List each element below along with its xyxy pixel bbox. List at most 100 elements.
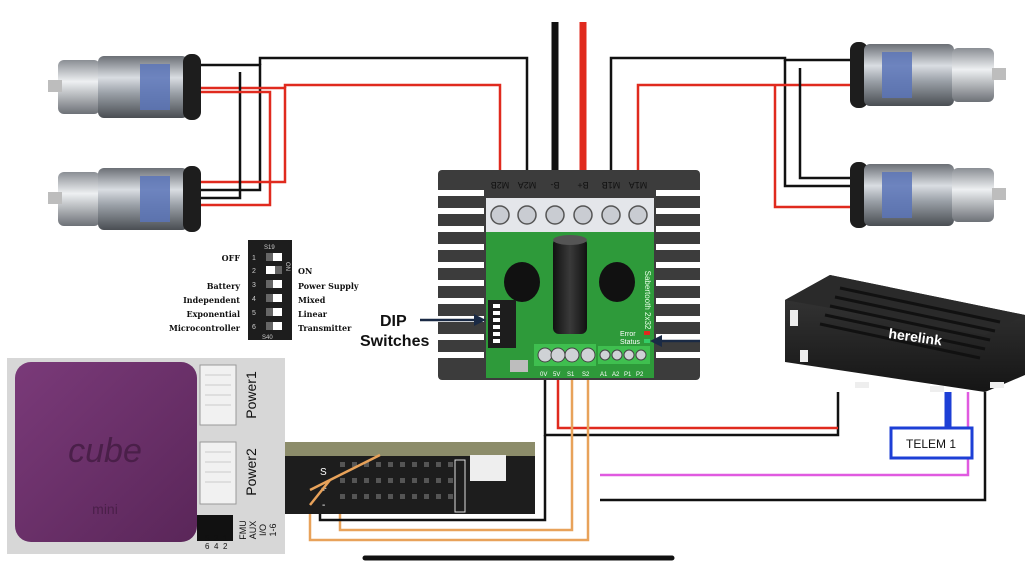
dip-number: 5 — [252, 310, 256, 317]
dip-on-mark: ON — [284, 262, 290, 271]
right-motors-red-wire — [636, 83, 855, 202]
top-terminal-label: M1A — [629, 180, 648, 190]
cube-port-label: 1-6 — [268, 523, 278, 536]
dip-right-label: Linear — [298, 309, 328, 319]
right-motor-black-2 — [798, 68, 855, 180]
motor-top-right — [850, 42, 1006, 108]
cube-port-label: I/O — [258, 524, 268, 536]
dip-switches-label-line1: DIP — [380, 313, 407, 330]
zero-volt-wire — [543, 378, 840, 437]
servo-s-label: S — [320, 467, 327, 478]
top-terminal-label: M2B — [491, 180, 510, 190]
cube-pin-number: 6 — [205, 542, 210, 551]
dip-switches-label-line2: Switches — [360, 333, 429, 350]
power1-label: Power1 — [243, 371, 259, 419]
dip-number: 4 — [252, 296, 256, 303]
dip-right-label: Power Supply — [298, 281, 359, 291]
top-screw-terminals — [490, 205, 648, 225]
bottom-terminal-label: 0V — [540, 372, 547, 378]
error-led — [644, 331, 650, 335]
dip-right-label: ON — [298, 266, 312, 276]
left-motor-top-red — [155, 90, 272, 207]
wires — [155, 22, 987, 561]
servo-pins — [340, 462, 453, 499]
right-motor-bus-black — [783, 60, 855, 188]
dip-right-label: Transmitter — [298, 323, 352, 333]
dip-bottom-mark: S40 — [262, 335, 273, 341]
s1-orange-wire-end — [309, 479, 331, 506]
cube-autopilot: cube mini Power1 Power2 FMU AUX I/O 1-6 … — [7, 358, 285, 554]
dip-right-label: Mixed — [298, 295, 326, 305]
right-motors-black-wire — [609, 56, 855, 202]
dip-left-labels: OFF Battery Independent Exponential Micr… — [169, 253, 241, 333]
left-motor-bus-black — [258, 56, 529, 202]
bottom-terminal-label: A2 — [612, 372, 620, 378]
dip-left-label: OFF — [222, 253, 241, 263]
status-arrow — [650, 335, 700, 347]
bottom-terminal-label: P1 — [624, 372, 632, 378]
cube-pin-number: 2 — [223, 542, 228, 551]
cube-port-label: AUX — [248, 521, 258, 540]
dip-switch-chip: S19 S40 ON 1 2 3 4 5 6 — [248, 240, 292, 341]
power2-label: Power2 — [243, 448, 259, 496]
left-motors-red-wire — [160, 86, 287, 184]
cube-pin-number: 3 — [214, 534, 219, 543]
motor-top-left — [48, 54, 201, 120]
dip-left-label: Exponential — [187, 309, 240, 319]
left-motors-black-wire — [155, 63, 262, 192]
cube-pin-number: 1 — [223, 534, 228, 543]
bottom-terminal-labels: 0V 5V S1 S2 A1 A2 P1 P2 — [540, 372, 644, 378]
main-capacitor — [553, 238, 587, 334]
cube-pin-number: 5 — [205, 534, 210, 543]
telem-box — [889, 426, 974, 460]
dip-number: 6 — [252, 324, 256, 331]
dip-top-mark: S19 — [264, 245, 275, 251]
dip-number: 1 — [252, 255, 256, 262]
herelink-black-wire — [600, 392, 987, 502]
status-label: Status — [620, 339, 640, 346]
dip-left-label: Battery — [207, 281, 241, 291]
dip-number: 2 — [252, 268, 256, 275]
bottom-terminal-label: P2 — [636, 372, 644, 378]
top-terminal-label: B- — [550, 180, 559, 190]
signal-terminals — [537, 347, 596, 363]
s2-orange-wire-end — [309, 453, 381, 492]
bottom-terminal-label: 5V — [553, 372, 560, 378]
left-motor-bottom-black — [200, 72, 242, 200]
cube-sub: mini — [92, 501, 118, 517]
servo-minus-label: - — [322, 500, 325, 511]
bottom-terminal-label: S2 — [582, 372, 590, 378]
sabertooth-brand: Sabertooth 2x32 — [643, 271, 652, 330]
telem-label: TELEM 1 — [906, 437, 956, 451]
motor-bottom-right — [850, 162, 1006, 228]
bottom-terminal-label: S1 — [567, 372, 575, 378]
bottom-terminal-label: A1 — [600, 372, 608, 378]
top-terminal-label: M1B — [602, 180, 621, 190]
heatsink-fins-right — [656, 190, 700, 358]
dip-levers — [266, 253, 282, 330]
dip-number: 3 — [252, 282, 256, 289]
cube-pin-number: 4 — [214, 542, 219, 551]
herelink-unit: herelink — [785, 275, 1025, 392]
dip-arrow — [420, 314, 486, 326]
cube-pin-header — [197, 515, 233, 541]
dip-left-label: Microcontroller — [169, 323, 241, 333]
top-terminal-label: M2A — [518, 180, 537, 190]
five-volt-red-wire — [556, 378, 838, 430]
servo-rail: S + - — [285, 442, 535, 514]
top-terminal-labels: M2B M2A B- B+ M1B M1A — [491, 180, 648, 190]
cube-port-label: FMU — [238, 520, 248, 540]
motor-bottom-left — [48, 166, 201, 232]
cube-brand: cube — [68, 432, 142, 470]
status-led — [644, 339, 650, 343]
cube-pin-numbers: 6 5 4 3 2 1 — [205, 534, 228, 551]
herelink-brand: herelink — [888, 325, 944, 348]
error-label: Error — [620, 331, 636, 338]
dip-numbers: 1 2 3 4 5 6 — [252, 255, 256, 331]
dip-right-labels: ON Power Supply Mixed Linear Transmitter — [298, 266, 359, 333]
left-motor-bus-red — [283, 83, 502, 202]
board-dip-switches — [488, 300, 516, 348]
ground-black-wire — [318, 435, 547, 522]
sabertooth-controller: M2B M2A B- B+ M1B M1A Sabertooth 2x32 Er… — [438, 170, 700, 380]
